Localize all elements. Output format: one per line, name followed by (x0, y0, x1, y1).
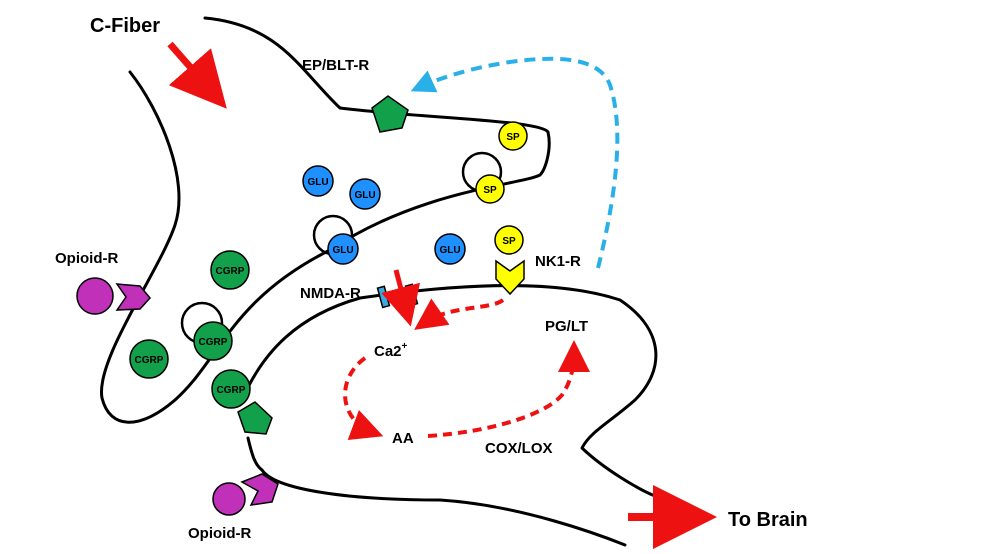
glu-molecule (327, 233, 359, 265)
c-fiber-arrow-icon (167, 41, 227, 109)
nmda-r-label: NMDA-R (300, 285, 361, 302)
nmda-receptor (376, 285, 391, 309)
nmda-receptor (404, 283, 419, 307)
ep-blt-receptor (371, 95, 409, 133)
presynaptic-membrane (100, 16, 551, 424)
glu-label: GLU (354, 190, 375, 201)
cgrp-molecule (193, 321, 233, 361)
sp-label: SP (502, 236, 516, 247)
sp-molecule (494, 225, 524, 255)
postsynaptic-membrane-lower (246, 436, 627, 547)
cgrp-label: CGRP (135, 355, 164, 366)
pg-lt-label: PG/LT (545, 318, 588, 335)
opioid-receptor (115, 283, 151, 311)
glu-molecule (434, 233, 466, 265)
cgrp-label: CGRP (216, 266, 245, 277)
glu-label: GLU (332, 245, 353, 256)
c-fiber-label: C-Fiber (90, 15, 160, 37)
glu-molecule (349, 178, 381, 210)
sp-label: SP (506, 132, 520, 143)
opioid-ligand (76, 277, 114, 315)
aa-to-pglt-arrow-icon (427, 340, 590, 438)
ca2-label: Ca2+ (374, 341, 408, 360)
cgrp-molecule (210, 250, 250, 290)
opioid-r-label-top: Opioid-R (55, 250, 118, 267)
nk1-receptor (495, 259, 525, 296)
opioid-r-label-bottom: Opioid-R (188, 525, 251, 542)
ep-blt-r-label: EP/BLT-R (302, 57, 369, 74)
sp-molecule (475, 174, 505, 204)
ca-to-aa-arrow-icon (343, 356, 384, 440)
cox-lox-label: COX/LOX (485, 440, 553, 457)
glu-label: GLU (439, 245, 460, 256)
postsynaptic-membrane (238, 284, 658, 498)
to-brain-label: To Brain (728, 509, 808, 531)
opioid-ligand (212, 482, 246, 516)
sp-label: SP (483, 185, 497, 196)
glu-label: GLU (307, 177, 328, 188)
nk1-to-ca-arrow-icon (414, 298, 505, 330)
nk1-r-label: NK1-R (535, 253, 581, 270)
opioid-receptor (240, 473, 279, 506)
glu-molecule (302, 165, 334, 197)
cgrp-label: CGRP (199, 337, 228, 348)
cgrp-receptor (237, 401, 273, 435)
sp-molecule (498, 121, 528, 151)
cgrp-label: CGRP (217, 385, 246, 396)
ca-influx-arrow-icon (381, 269, 421, 327)
cgrp-molecule (211, 369, 251, 409)
cgrp-molecule (129, 339, 169, 379)
aa-label: AA (392, 430, 414, 447)
